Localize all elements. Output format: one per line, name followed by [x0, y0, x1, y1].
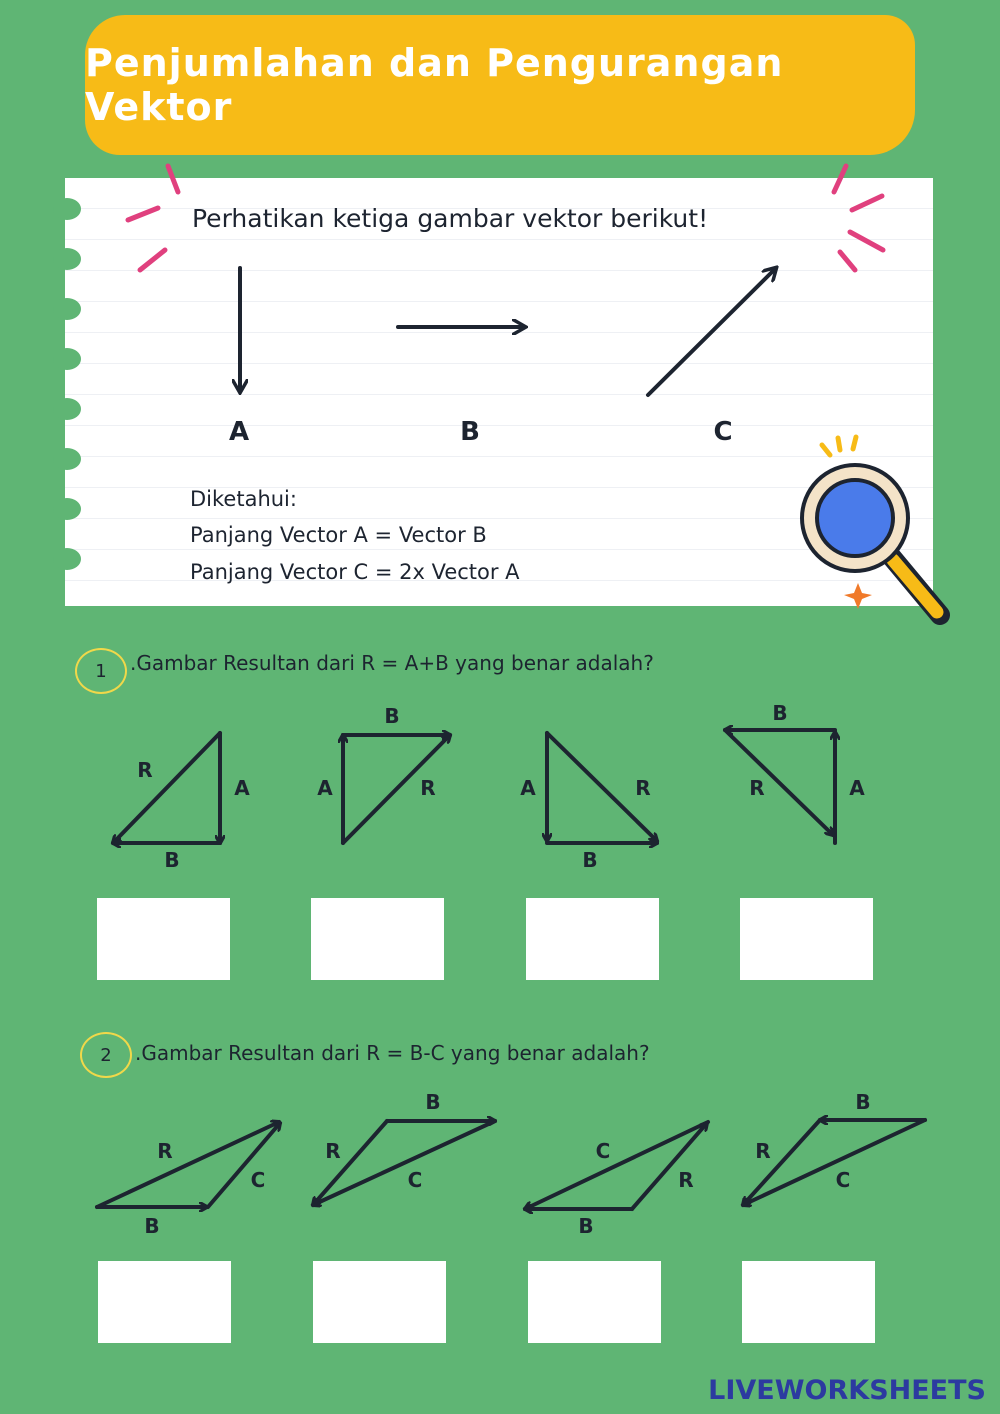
vector-label-c: C — [713, 417, 733, 447]
q1-answer-box-4[interactable] — [740, 898, 873, 980]
question-2-text: .Gambar Resultan dari R = B-C yang benar… — [135, 1041, 650, 1065]
q2-answer-box-3[interactable] — [528, 1261, 661, 1343]
q2-option-2-label: B — [425, 1090, 441, 1114]
q2-option-1-label: C — [250, 1168, 266, 1192]
q1-option-4-label: A — [849, 776, 865, 800]
q1-answer-box-3[interactable] — [526, 898, 659, 980]
q1-option-2-label: R — [420, 776, 436, 800]
q2-option-4-label: C — [835, 1168, 851, 1192]
given-line-2: Panjang Vector C = 2x Vector A — [190, 560, 520, 584]
q2-option-2-label: R — [325, 1139, 341, 1163]
q1-option-1-label: B — [164, 848, 180, 872]
vector-c-arrow — [646, 268, 776, 397]
q1-answer-box-2[interactable] — [311, 898, 444, 980]
q2-option-3-arrow — [525, 1120, 710, 1209]
q2-option-1-label: B — [144, 1214, 160, 1238]
q2-option-4-arrow — [743, 1118, 927, 1205]
vector-label-a: A — [228, 417, 250, 447]
q2-option-2-label: C — [407, 1168, 423, 1192]
q1-option-3-arrow — [545, 731, 657, 841]
vector-label-b: B — [460, 417, 480, 447]
q2-option-3-label: C — [595, 1139, 611, 1163]
q2-option-4-arrow — [743, 1118, 822, 1205]
page-title: Penjumlahan dan Pengurangan Vektor — [85, 41, 784, 129]
q2-option-3-label: B — [578, 1214, 594, 1238]
q2-option-3-arrow — [630, 1123, 707, 1211]
q1-answer-box-1[interactable] — [97, 898, 230, 980]
q2-answer-box-1[interactable] — [98, 1261, 231, 1343]
q2-option-4-label: B — [855, 1090, 871, 1114]
q2-option-1-arrow — [95, 1122, 279, 1209]
q2-option-2-arrow — [313, 1119, 497, 1205]
magnifier-icon — [800, 434, 950, 625]
q1-option-4-label: B — [772, 701, 788, 725]
q1-option-1-arrow — [113, 731, 222, 843]
burst-left-icon — [125, 163, 181, 273]
given-line-1: Panjang Vector A = Vector B — [190, 523, 487, 547]
q1-option-1-label: R — [137, 758, 153, 782]
burst-right-icon — [831, 163, 886, 273]
notebook-paper — [53, 178, 933, 606]
liveworksheets-logo: LIVEWORKSHEETS — [708, 1375, 986, 1406]
q2-option-1-arrow — [206, 1123, 280, 1209]
q2-answer-box-4[interactable] — [742, 1261, 875, 1343]
q1-option-4-label: R — [749, 776, 765, 800]
q2-option-4-label: R — [755, 1139, 771, 1163]
q2-option-3-label: R — [678, 1168, 694, 1192]
title-banner: Penjumlahan dan Pengurangan Vektor — [85, 15, 915, 155]
question-1-number: 1 — [75, 648, 127, 694]
q1-option-2-label: B — [384, 704, 400, 728]
q2-option-2-arrow — [313, 1119, 389, 1205]
instruction-text: Perhatikan ketiga gambar vektor berikut! — [192, 204, 709, 233]
question-1-text: .Gambar Resultan dari R = A+B yang benar… — [130, 651, 654, 675]
q1-option-3-label: A — [520, 776, 536, 800]
q1-option-3-label: R — [635, 776, 651, 800]
q1-option-2-label: A — [317, 776, 333, 800]
q2-answer-box-2[interactable] — [313, 1261, 446, 1343]
q1-option-3-label: B — [582, 848, 598, 872]
q1-option-1-label: A — [234, 776, 250, 800]
q1-option-4-arrow — [723, 728, 833, 835]
question-2-number: 2 — [80, 1032, 132, 1078]
q1-option-2-arrow — [341, 735, 450, 845]
q2-option-1-label: R — [157, 1139, 173, 1163]
given-heading: Diketahui: — [190, 487, 297, 511]
